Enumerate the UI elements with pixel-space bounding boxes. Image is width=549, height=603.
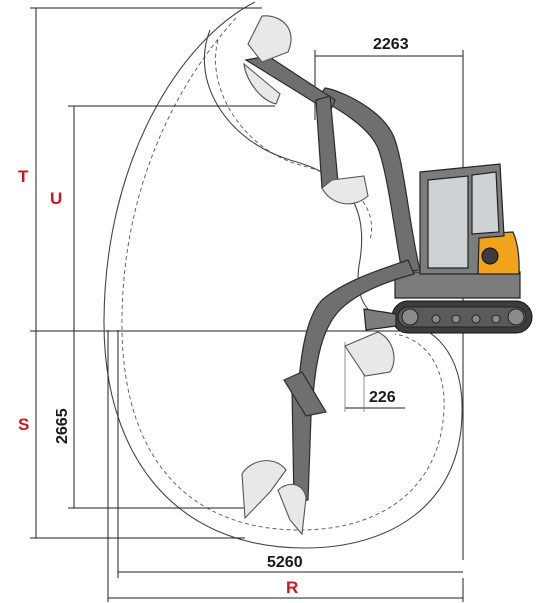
label-2263: 2263 — [373, 36, 409, 53]
bucket-deep-left — [241, 460, 287, 520]
stick-lowered-upper — [283, 371, 327, 417]
cab-window-side — [427, 175, 469, 269]
code-U: U — [50, 189, 62, 208]
dozer-blade — [363, 308, 397, 331]
bucket-deep-right — [277, 483, 307, 536]
track-assembly — [391, 300, 533, 334]
bucket-ground — [344, 331, 395, 377]
bucket-middle — [321, 175, 369, 205]
code-T: T — [18, 167, 29, 186]
bucket-top — [247, 15, 292, 63]
upper-structure — [394, 271, 521, 299]
code-R: R — [286, 578, 298, 597]
stick-raised-lower — [315, 95, 339, 189]
label-5260: 5260 — [267, 554, 303, 571]
label-226: 226 — [369, 389, 396, 406]
digging-envelope-outer — [103, 1, 463, 549]
code-S: S — [18, 415, 29, 434]
label-2665: 2665 — [54, 408, 71, 444]
bucket-top-curl — [243, 62, 281, 105]
cab-window-rear — [471, 171, 500, 235]
engine-cover-vent-icon — [481, 247, 499, 265]
bucket-tip-track-upper — [215, 39, 372, 241]
